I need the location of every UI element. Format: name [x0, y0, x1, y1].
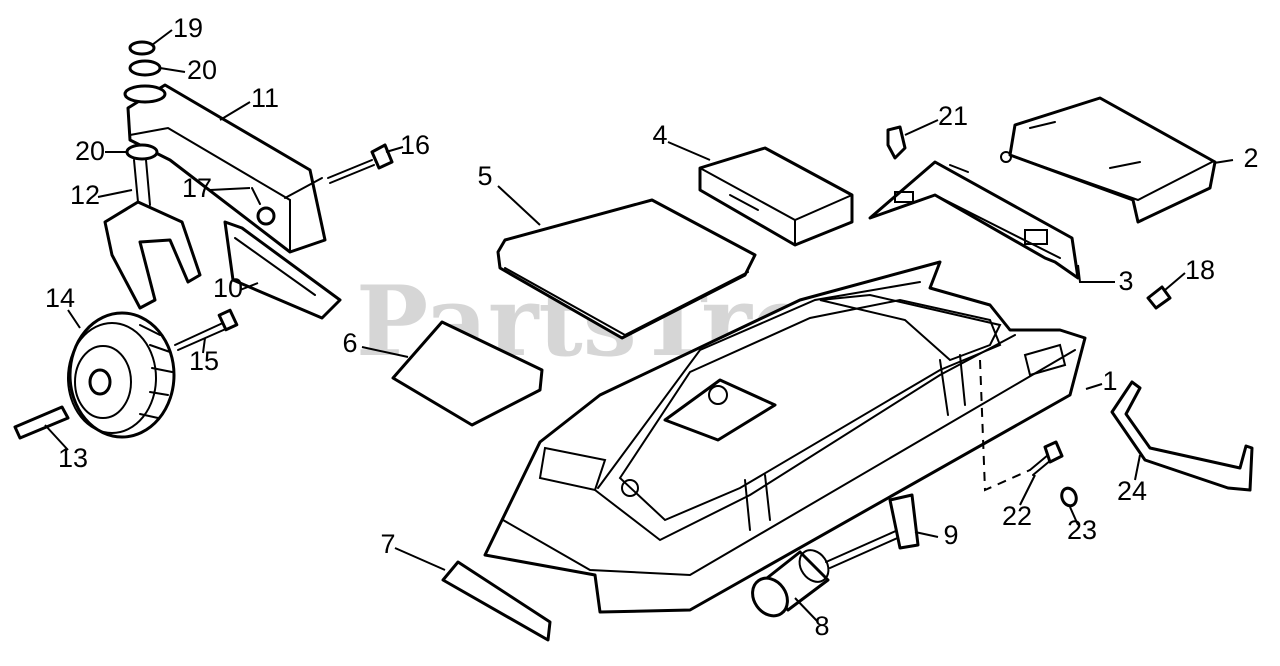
callout-5: 5	[477, 161, 492, 191]
nut-part[interactable]	[128, 40, 156, 56]
callout-7: 7	[380, 529, 395, 559]
mower-deck-part[interactable]	[483, 260, 1087, 614]
axle-pin-part[interactable]	[13, 405, 70, 440]
small-plate-part[interactable]	[391, 320, 544, 427]
callout-10: 10	[213, 273, 243, 303]
bolt-22-part[interactable]	[1029, 440, 1064, 476]
washer-lower-part[interactable]	[125, 143, 159, 161]
callout-3: 3	[1118, 266, 1133, 296]
belt-cover-part[interactable]	[868, 160, 1080, 280]
callout-24: 24	[1117, 476, 1147, 506]
callout-8: 8	[814, 611, 829, 641]
latch-part[interactable]	[886, 125, 907, 160]
callout-13: 13	[58, 443, 88, 473]
clip-part[interactable]	[1146, 285, 1172, 310]
callout-22: 22	[1002, 501, 1032, 531]
plate-part[interactable]	[496, 198, 757, 340]
callout-20-top: 20	[187, 55, 217, 85]
leader-lines	[44, 29, 1234, 623]
callout-20-lower: 20	[75, 136, 105, 166]
callout-labels: 1 2 3 4 5 6 7 8 9 10 11 12 13 14 15 16 1…	[45, 13, 1259, 641]
callout-23: 23	[1067, 515, 1097, 545]
bar-part[interactable]	[441, 560, 552, 642]
wheel-part[interactable]	[67, 311, 176, 439]
handle-bracket-part[interactable]	[1110, 380, 1254, 492]
washer-top-part[interactable]	[128, 59, 162, 77]
side-plate-part[interactable]	[223, 220, 342, 320]
lock-washer-part[interactable]	[1059, 486, 1078, 508]
callout-4: 4	[652, 120, 667, 150]
cover-shield-part[interactable]	[1000, 96, 1217, 224]
callout-6: 6	[342, 328, 357, 358]
roller-part[interactable]	[745, 545, 834, 623]
callout-16: 16	[400, 130, 430, 160]
caster-fork-part[interactable]	[103, 159, 202, 310]
housing-box-part[interactable]	[698, 146, 854, 247]
bolt-16-part[interactable]	[327, 143, 394, 184]
stud-part[interactable]	[251, 187, 261, 205]
callout-17: 17	[182, 173, 212, 203]
callout-19: 19	[173, 13, 203, 43]
callout-14: 14	[45, 283, 75, 313]
callout-11: 11	[251, 83, 279, 113]
callout-18: 18	[1185, 255, 1215, 285]
caster-arm-part[interactable]	[123, 83, 327, 254]
callout-12: 12	[70, 180, 100, 210]
callout-15: 15	[189, 346, 219, 376]
callout-21: 21	[938, 101, 968, 131]
bolt-15-part[interactable]	[174, 308, 239, 351]
callout-9: 9	[943, 520, 958, 550]
callout-2: 2	[1243, 143, 1258, 173]
bracket-part[interactable]	[825, 493, 920, 569]
callout-1: 1	[1102, 366, 1117, 396]
